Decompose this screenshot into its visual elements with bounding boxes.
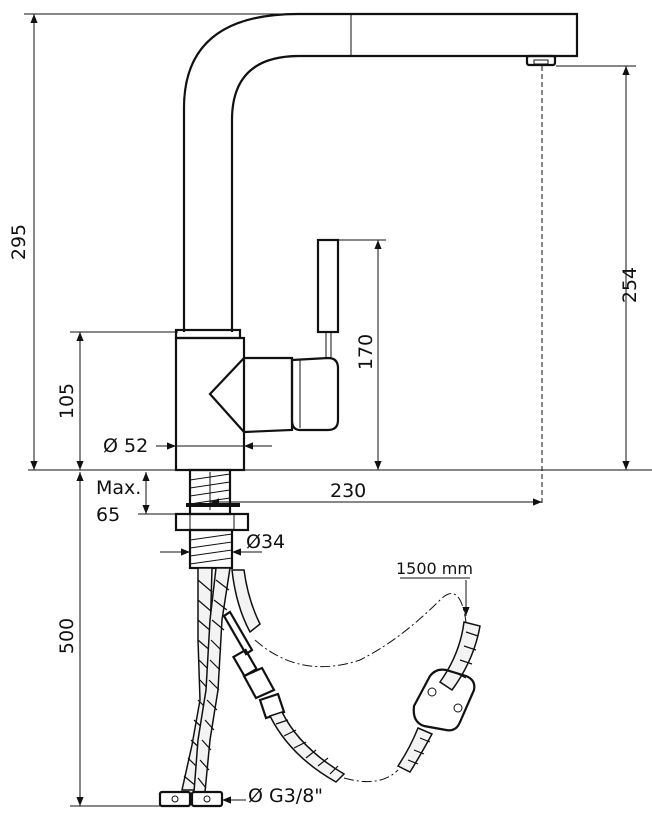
dimension-connection: Ø G3/8" xyxy=(222,785,323,807)
dimension-spout-height: 254 xyxy=(556,65,641,470)
shank-diameter-label: Ø34 xyxy=(246,531,285,553)
body-height-label: 105 xyxy=(56,383,78,419)
spout-height-label: 254 xyxy=(619,267,641,303)
handle-height-label: 170 xyxy=(355,334,377,370)
total-height-label: 295 xyxy=(8,224,30,260)
pullout-hose xyxy=(222,569,481,783)
handle-lever xyxy=(316,238,340,358)
body-diameter-label: Ø 52 xyxy=(103,435,148,457)
dimension-body-height: 105 xyxy=(56,331,178,470)
dimension-shank-diameter: Ø34 xyxy=(160,531,285,556)
dimension-handle-height: 170 xyxy=(338,239,386,470)
dimension-max-thickness: Max. 65 xyxy=(96,472,178,526)
dimension-hose-length: 500 xyxy=(56,472,162,807)
faucet-body xyxy=(174,328,340,472)
dimension-body-diameter: Ø 52 xyxy=(103,435,272,457)
hose-length-label: 500 xyxy=(56,618,78,654)
mounting-shank xyxy=(174,468,250,570)
pullout-length-label: 1500 mm xyxy=(396,559,473,578)
max-thickness-label-2: 65 xyxy=(96,504,120,526)
dimension-total-height: 295 xyxy=(8,13,290,470)
dimension-reach: 230 xyxy=(209,472,542,510)
pullout-length-note: 1500 mm xyxy=(396,559,473,616)
reach-label: 230 xyxy=(330,480,366,502)
connection-label: Ø G3/8" xyxy=(248,785,323,807)
max-thickness-label-1: Max. xyxy=(96,477,141,499)
faucet-spout xyxy=(182,12,579,332)
connection-nuts xyxy=(158,790,224,808)
